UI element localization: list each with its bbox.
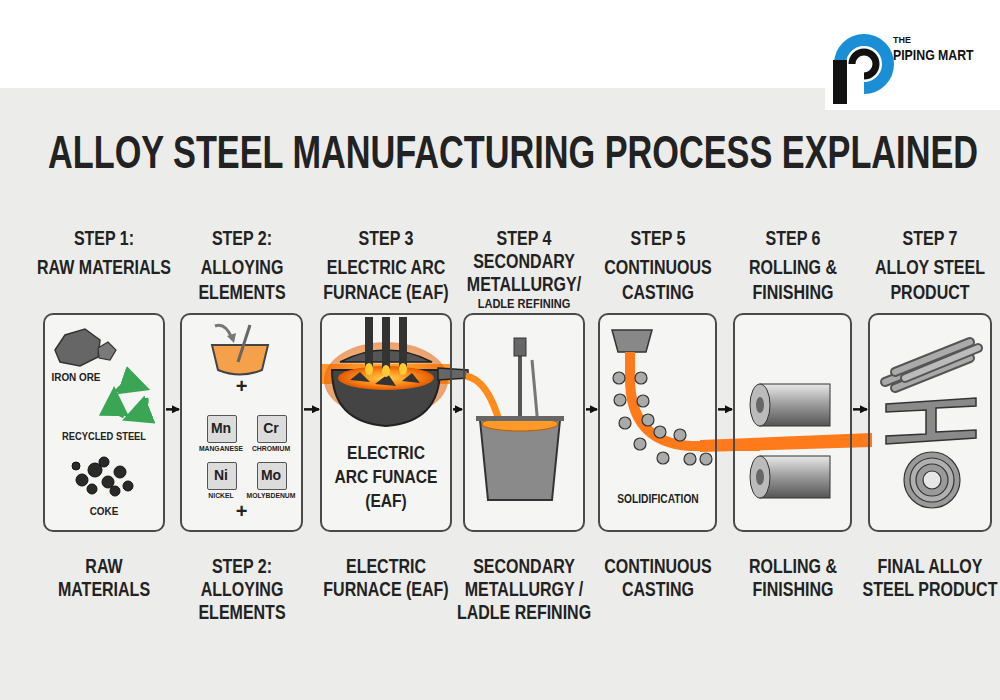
box-fills (43, 313, 992, 532)
bar-stack (885, 342, 978, 388)
rolling-mill (700, 384, 872, 498)
part-label: ELECTRIC ARC FUNACE (EAF) (332, 441, 440, 513)
ladle (466, 338, 564, 500)
step-title: ALLOYING ELEMENTS (174, 255, 310, 305)
logo-ground (825, 22, 1000, 110)
logo-mark (833, 40, 888, 104)
element-box: CrCHROMIUM (257, 415, 287, 443)
arc-furnace (320, 317, 468, 426)
i-beam (886, 398, 976, 444)
process-box: STEP 1:RAW MATERIALSIRON ORERECYCLED STE… (43, 313, 165, 532)
step-number: STEP 7 (862, 226, 998, 251)
process-box: STEP 3ELECTRIC ARC FURNACE (EAF)ELECTRIC… (320, 313, 452, 532)
flow-arrow (718, 408, 732, 411)
process-box: STEP 4SECONDARY METALLURGY/LADLE REFININ… (463, 313, 585, 532)
step-caption: ROLLING & FINISHING (725, 555, 861, 601)
part-label: RECYCLED STEEL (53, 430, 155, 443)
alloy-bowl (212, 325, 268, 375)
flow-arrow (853, 408, 867, 411)
step-number: STEP 2: (174, 226, 310, 251)
element-name: CHROMIUM (237, 444, 305, 454)
step-title: CONTINUOUS CASTING (590, 255, 726, 305)
element-box: MnMANGANESE (207, 415, 237, 443)
part-label: COKE (68, 505, 140, 518)
element-box: NiNICKEL (207, 462, 237, 490)
step-title: RAW MATERIALS (36, 255, 172, 280)
steel-coil (904, 452, 960, 508)
process-box: STEP 6ROLLING & FINISHINGROLLING & FINIS… (733, 313, 852, 532)
panel-ground (0, 88, 1000, 700)
step-number: STEP 6 (725, 226, 861, 251)
element-name: MOLYBDENUM (237, 491, 305, 501)
process-box: STEP 5CONTINUOUS CASTINGSOLIDIFICATIONCO… (598, 313, 717, 532)
flow-arrow (586, 408, 597, 411)
step-number: STEP 1: (36, 226, 172, 251)
step-caption: ELECTRIC FURNACE (EAF) (318, 555, 454, 601)
step-number: STEP 5 (590, 226, 726, 251)
flow-arrow (453, 408, 462, 411)
step-caption: CONTINUOUS CASTING (590, 555, 726, 601)
step-title: ALLOY STEEL PRODUCT (862, 255, 998, 305)
part-label: SOLIDIFICATION (602, 492, 713, 506)
step-caption: FINAL ALLOY STEEL PRODUCT (862, 555, 998, 601)
step-title: SECONDARY METALLURGY/ (456, 250, 592, 296)
step-caption: RAW MATERIALS (52, 555, 156, 601)
process-box: STEP 7ALLOY STEEL PRODUCTFINAL ALLOY STE… (868, 313, 992, 532)
iron-ore (55, 329, 116, 366)
step-caption: SECONDARY METALLURGY / LADLE REFINING (456, 555, 592, 624)
coke-pile (72, 457, 133, 496)
element-symbol: Ni (206, 466, 236, 484)
flow-arrow (166, 408, 179, 411)
step-title: ELECTRIC ARC FURNACE (EAF) (318, 255, 454, 305)
plus-sign: + (227, 500, 257, 522)
step-caption: STEP 2: ALLOYING ELEMENTS (174, 555, 310, 624)
element-symbol: Mn (206, 419, 236, 437)
step-number: STEP 3 (318, 226, 454, 251)
plus-sign: + (227, 375, 257, 397)
element-name: NICKEL (187, 491, 255, 501)
flow-arrow (304, 408, 319, 411)
recycle-symbol (114, 384, 146, 416)
element-symbol: Cr (256, 419, 286, 437)
step-title: ROLLING & FINISHING (725, 255, 861, 305)
step-subtitle: LADLE REFINING (452, 296, 597, 311)
element-symbol: Mo (256, 466, 286, 484)
element-name: MANGANESE (187, 444, 255, 454)
element-box: MoMOLYBDENUM (257, 462, 287, 490)
process-box: STEP 2:ALLOYING ELEMENTS++STEP 2: ALLOYI… (180, 313, 303, 532)
diagram-title: ALLOY STEEL MANUFACTURING PROCESS EXPLAI… (48, 126, 978, 178)
step-number: STEP 4 (456, 226, 592, 251)
part-label: IRON ORE (40, 371, 112, 384)
logo-text: THE (893, 34, 911, 46)
logo-text: PIPING MART (893, 46, 974, 64)
